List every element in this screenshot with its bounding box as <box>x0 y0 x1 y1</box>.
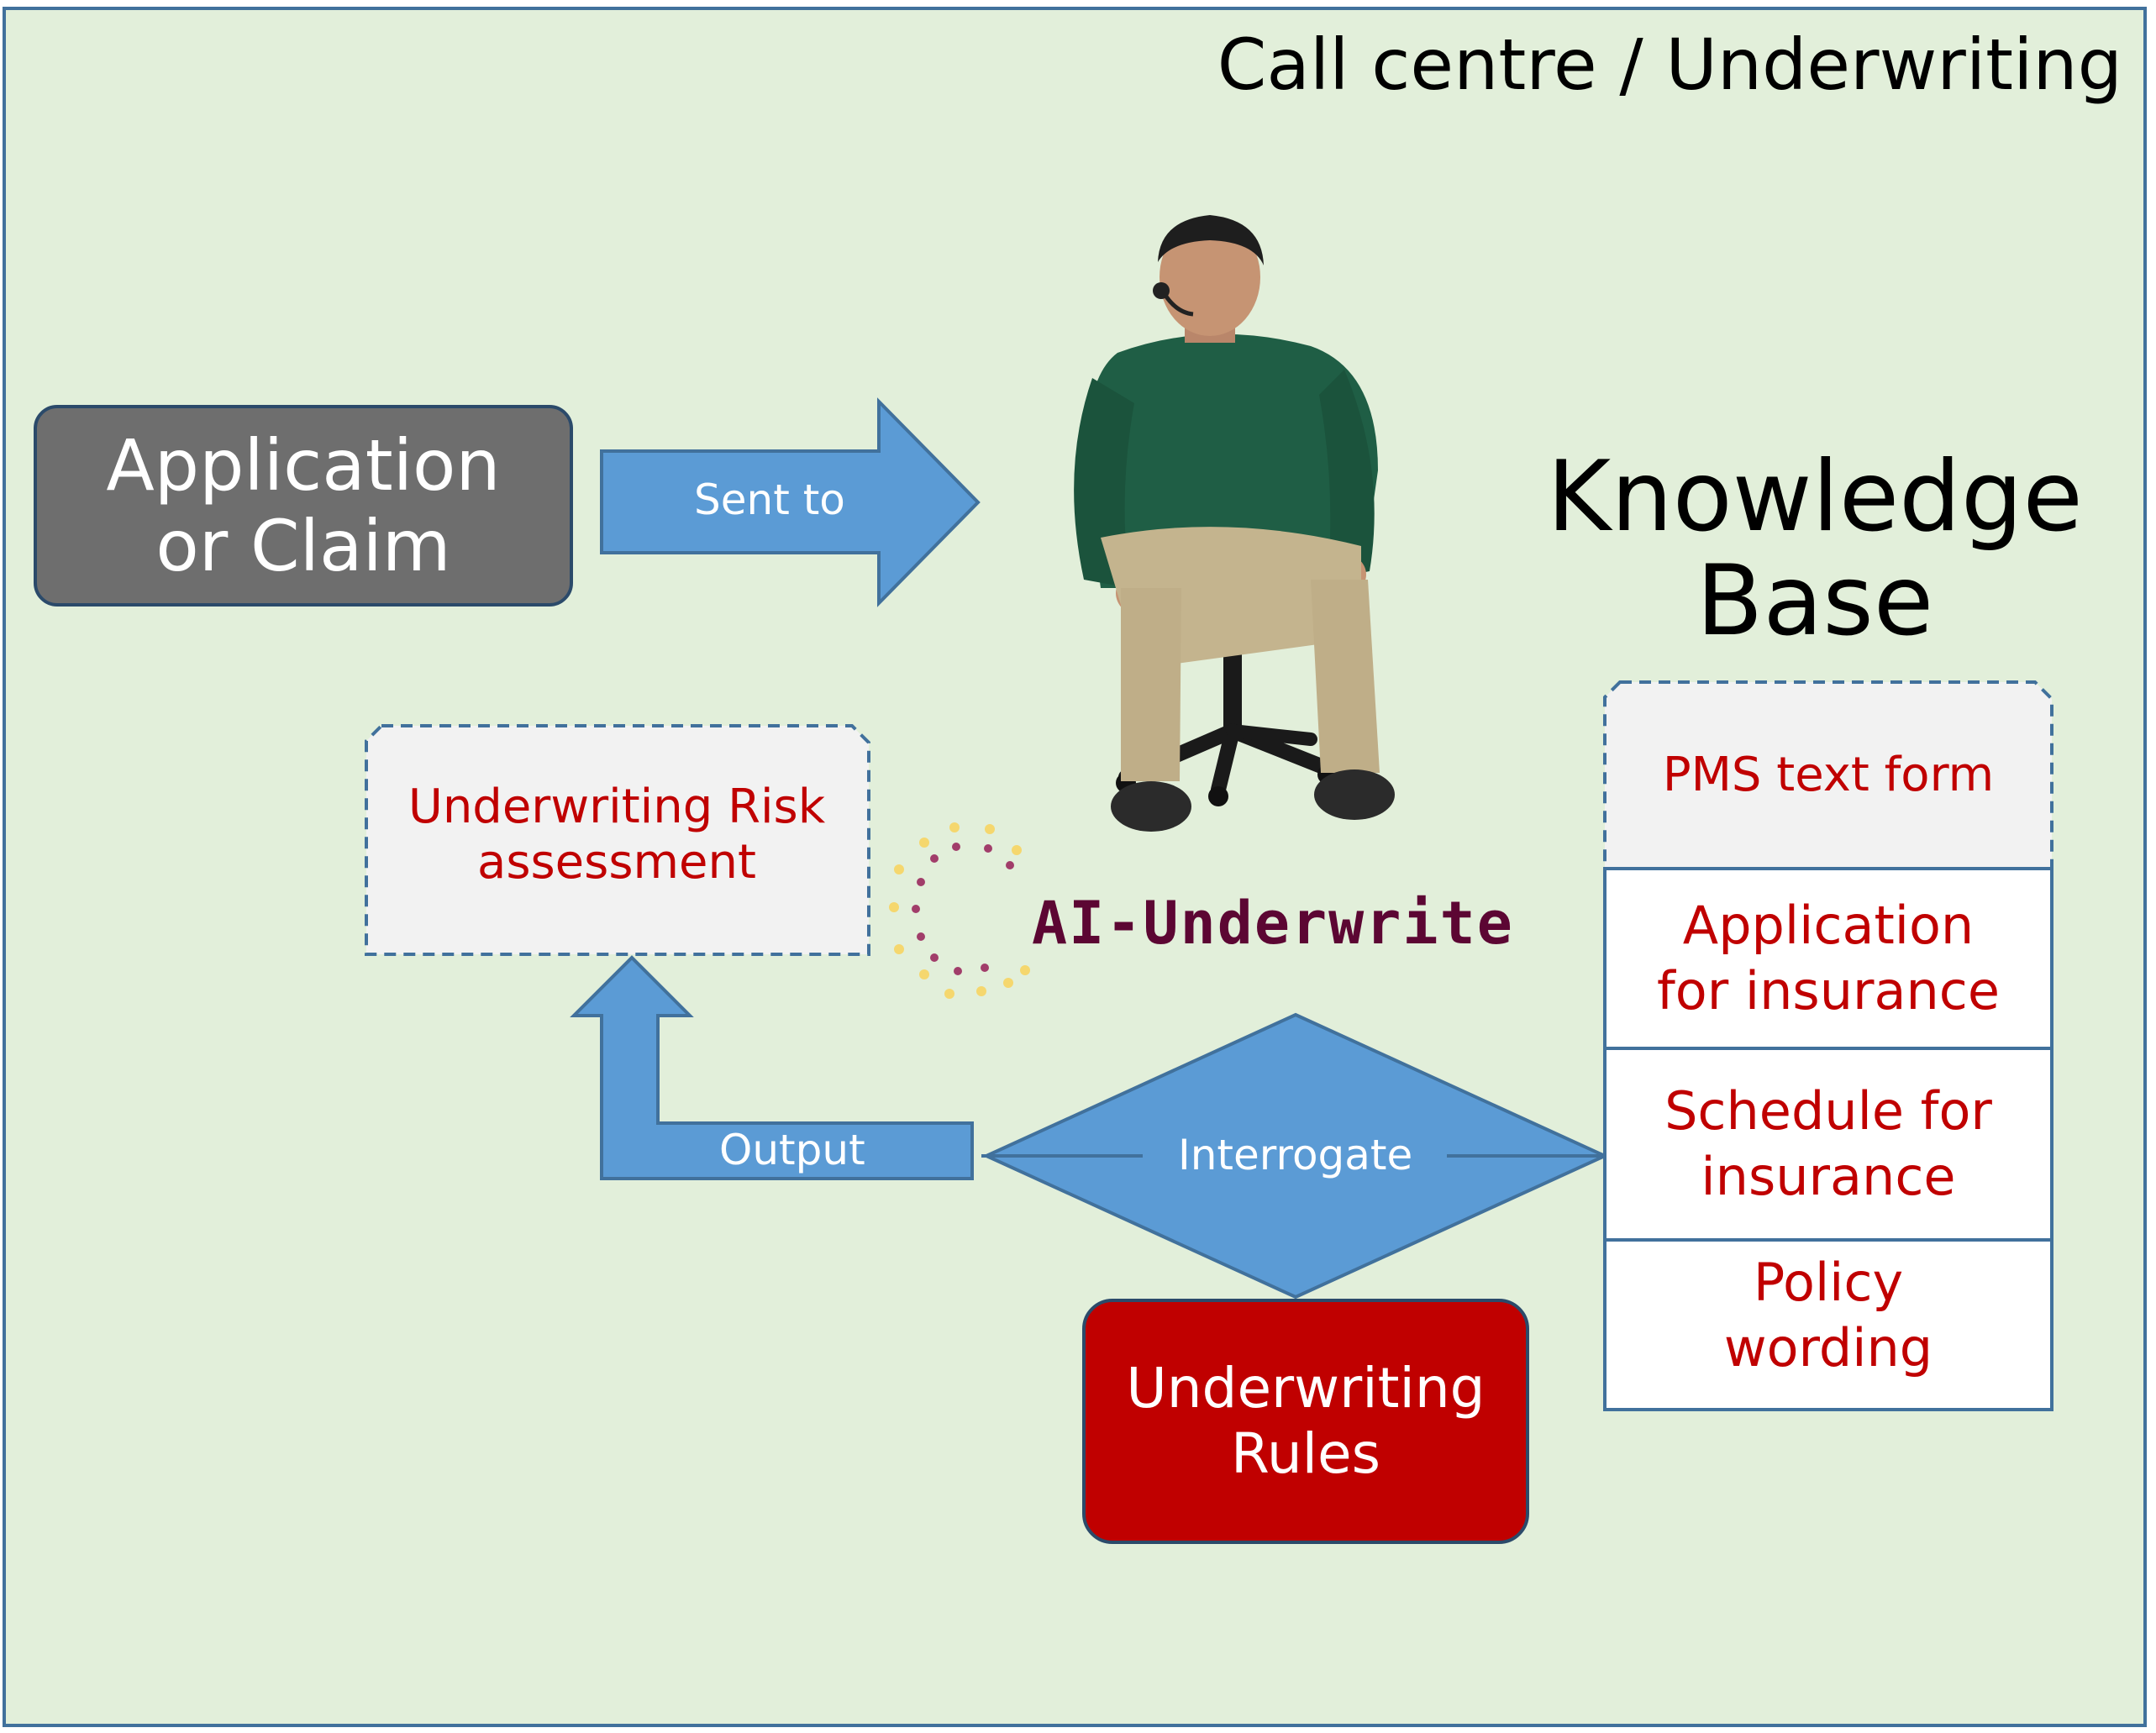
output-label: Output <box>719 1126 865 1174</box>
page-title: Call centre / Underwriting <box>1217 24 2122 106</box>
application-or-claim-box: Application or Claim <box>34 405 573 607</box>
call-centre-agent-illustration <box>1074 215 1395 832</box>
kb-policy-cell-shape <box>1603 1238 2053 1411</box>
kb-item-line: for insurance <box>1656 960 2001 1021</box>
kb-item-policy-wording: Policy wording <box>1605 1240 2052 1391</box>
ai-underwrite-logo: AI-Underwrite <box>1032 889 1514 958</box>
sent-to-arrow <box>600 397 981 607</box>
rules-line1: Underwriting <box>1126 1356 1486 1421</box>
kb-title-line1: Knowledge <box>1547 440 2083 554</box>
risk-assessment-box <box>365 724 870 956</box>
application-label-line1: Application <box>106 424 501 507</box>
kb-item-line: wording <box>1723 1317 1933 1379</box>
application-label-line2: or Claim <box>155 505 451 587</box>
risk-line1: Underwriting Risk <box>408 780 826 834</box>
sent-to-label: Sent to <box>694 475 845 524</box>
output-arrow <box>570 955 974 1180</box>
rules-line2: Rules <box>1230 1421 1381 1486</box>
kb-item-line: Schedule for <box>1664 1080 1992 1142</box>
kb-item-pms-text-form: PMS text form <box>1605 682 2052 869</box>
kb-item-application-for-insurance: Application for insurance <box>1605 869 2052 1048</box>
ai-logo-dots <box>889 822 1030 999</box>
kb-item-schedule-for-insurance: Schedule for insurance <box>1605 1048 2052 1240</box>
kb-item-line: PMS text form <box>1662 748 1995 802</box>
risk-assessment-text: Underwriting Risk assessment <box>366 719 867 951</box>
kb-item-line: Application <box>1682 895 1975 956</box>
interrogate-label: Interrogate <box>1178 1131 1413 1179</box>
risk-line2: assessment <box>477 835 756 890</box>
kb-item-line: Policy <box>1753 1252 1904 1313</box>
knowledge-base-title: Knowledge Base <box>1512 445 2117 654</box>
kb-title-line2: Base <box>1696 544 1934 658</box>
underwriting-rules-box: Underwriting Rules <box>1082 1299 1529 1544</box>
kb-item-line: insurance <box>1701 1146 1956 1207</box>
